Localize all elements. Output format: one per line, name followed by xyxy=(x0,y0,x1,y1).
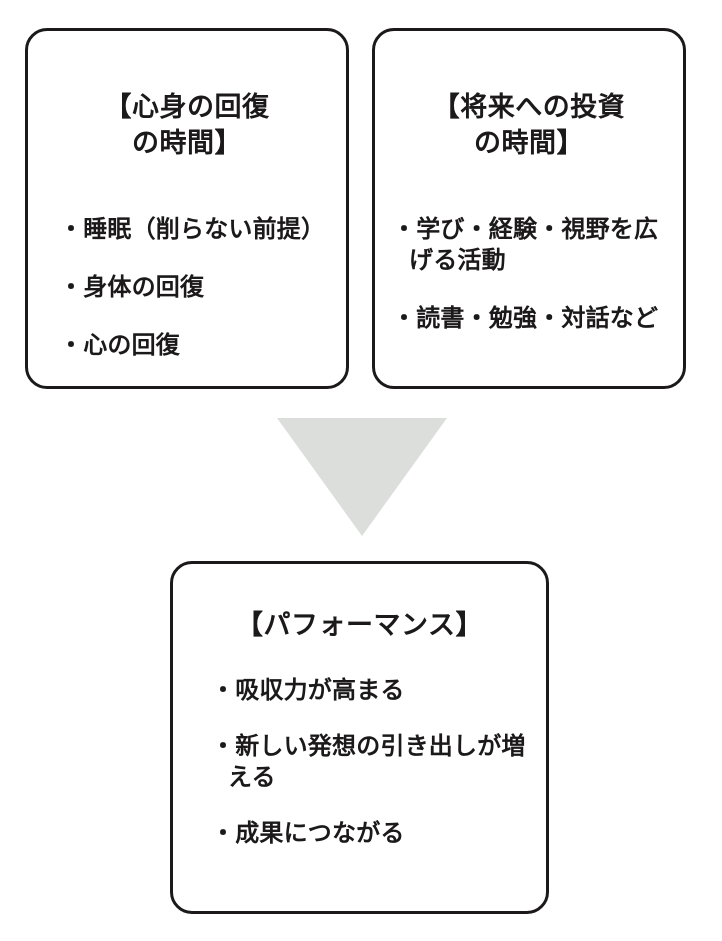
bullet-mark-icon: ・ xyxy=(211,820,236,847)
list-item-label: 身体の回復 xyxy=(83,274,205,301)
bullet-mark-icon: ・ xyxy=(392,305,417,332)
bullet-mark-icon: ・ xyxy=(59,332,84,359)
list-item: ・学び・経験・視野を広げる活動 xyxy=(392,214,673,276)
bullet-mark-icon: ・ xyxy=(59,216,84,243)
list-item: ・成果につながる xyxy=(211,818,530,849)
box-mind-body-recovery: 【心身の回復 の時間】 ・睡眠（削らない前提） ・身体の回復 ・心の回復 xyxy=(25,28,349,389)
box-recovery-title: 【心身の回復 の時間】 xyxy=(104,92,270,158)
list-item-label: 新しい発想の引き出しが増える xyxy=(228,733,526,791)
list-item-label: 睡眠（削らない前提） xyxy=(83,216,326,243)
list-item: ・読書・勉強・対話など xyxy=(392,303,673,334)
box-future-investment: 【将来への投資 の時間】 ・学び・経験・視野を広げる活動 ・読書・勉強・対話など xyxy=(372,28,686,389)
triangle-down-arrow-icon xyxy=(277,418,447,536)
bullet-mark-icon: ・ xyxy=(211,677,236,704)
list-item-label: 成果につながる xyxy=(235,820,405,847)
box-investment-bullet-list: ・学び・経験・視野を広げる活動 ・読書・勉強・対話など xyxy=(392,214,673,334)
list-item-label: 吸収力が高まる xyxy=(235,677,405,704)
list-item: ・新しい発想の引き出しが増える xyxy=(211,731,530,793)
bullet-mark-icon: ・ xyxy=(59,274,84,301)
list-item-label: 読書・勉強・対話など xyxy=(416,305,659,332)
box-recovery-bullet-list: ・睡眠（削らない前提） ・身体の回復 ・心の回復 xyxy=(59,214,332,361)
box-performance: 【パフォーマンス】 ・吸収力が高まる ・新しい発想の引き出しが増える ・成果につ… xyxy=(170,561,549,914)
list-item-label: 心の回復 xyxy=(83,332,181,359)
box-performance-title: 【パフォーマンス】 xyxy=(236,610,483,640)
list-item-label: 学び・経験・視野を広げる活動 xyxy=(409,216,659,274)
list-item: ・吸収力が高まる xyxy=(211,675,530,706)
list-item: ・睡眠（削らない前提） xyxy=(59,214,332,245)
list-item: ・身体の回復 xyxy=(59,272,332,303)
box-performance-bullet-list: ・吸収力が高まる ・新しい発想の引き出しが増える ・成果につながる xyxy=(211,675,530,849)
bullet-mark-icon: ・ xyxy=(211,733,236,760)
box-investment-title: 【将来への投資 の時間】 xyxy=(432,92,626,158)
bullet-mark-icon: ・ xyxy=(392,216,417,243)
list-item: ・心の回復 xyxy=(59,330,332,361)
